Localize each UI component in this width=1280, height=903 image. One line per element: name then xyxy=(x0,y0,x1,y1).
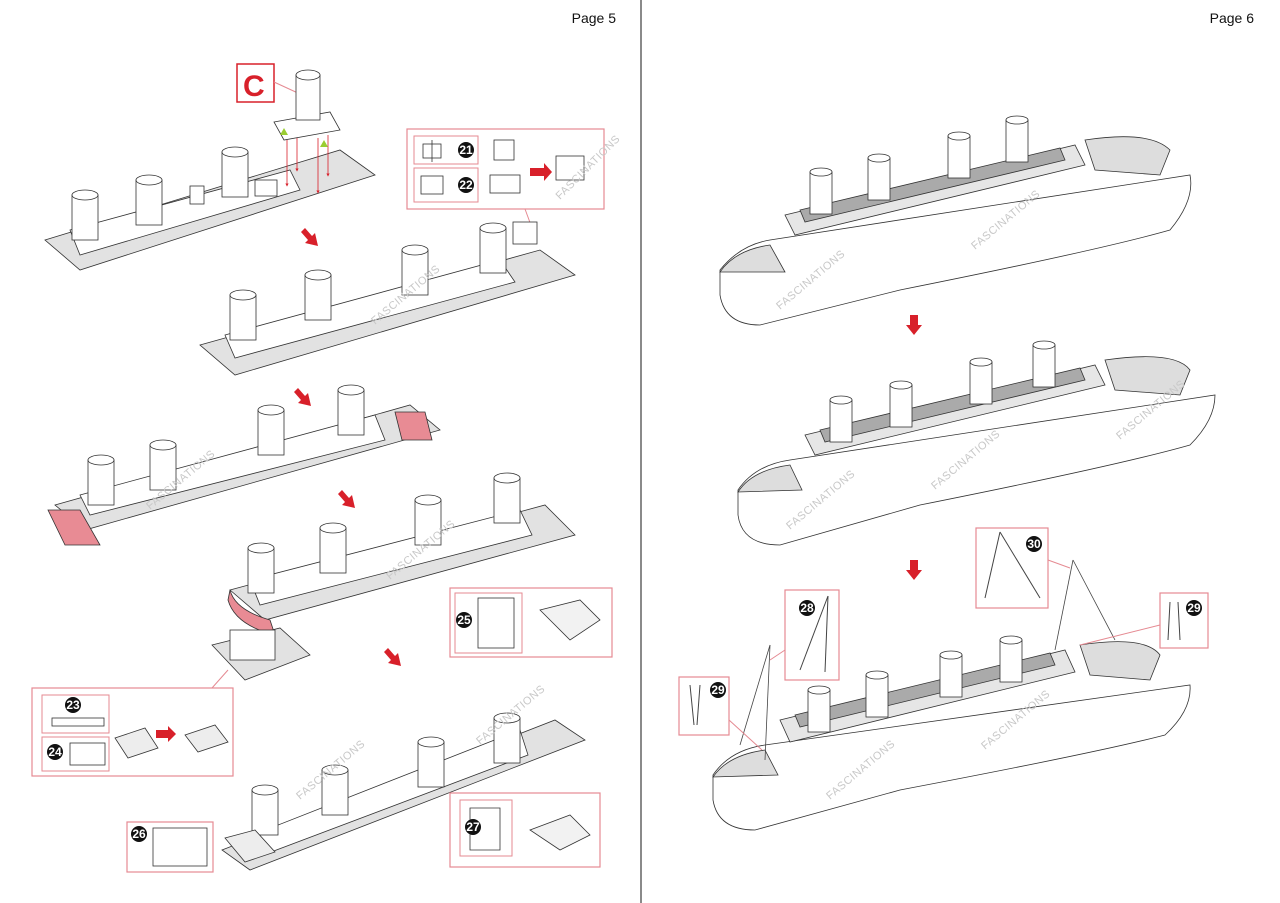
part-badge-29 xyxy=(710,682,726,698)
step-arrow-icon xyxy=(906,315,922,335)
page-number: Page 6 xyxy=(1209,10,1254,26)
part-badge-22 xyxy=(458,177,474,193)
callout-part-29-right: 29 xyxy=(1079,592,1209,649)
svg-text:22: 22 xyxy=(459,178,473,192)
callout-part-29-left: 29 xyxy=(678,676,763,751)
part-badge-27 xyxy=(465,819,481,835)
step-7-ship: FASCINATIONS FASCINATIONS FASCINATIONS xyxy=(737,340,1216,546)
svg-text:24: 24 xyxy=(48,745,62,759)
step-arrow-icon xyxy=(301,228,318,246)
part-badge-26 xyxy=(131,826,147,842)
step-arrow-icon xyxy=(338,490,355,508)
part-badge-29 xyxy=(1186,600,1202,616)
callout-part-27: 27 xyxy=(449,792,601,868)
step-4-deck: FASCINATIONS xyxy=(211,472,576,681)
svg-text:29: 29 xyxy=(1187,601,1201,615)
part-badge-24 xyxy=(47,744,63,760)
svg-text:26: 26 xyxy=(132,827,146,841)
part-badge-30 xyxy=(1026,536,1042,552)
svg-text:25: 25 xyxy=(457,613,471,627)
callout-parts-23-24: 23 24 xyxy=(31,669,234,777)
callout-part-30: 30 xyxy=(975,527,1071,609)
part-badge-28 xyxy=(799,600,815,616)
step-arrow-icon xyxy=(906,560,922,580)
part-badge-25 xyxy=(456,612,472,628)
step-6-ship: FASCINATIONS FASCINATIONS xyxy=(719,115,1192,326)
step-3-deck: FASCINATIONS xyxy=(47,384,441,546)
page-6: Page 6 FASCINATIONS FASCINATIONS xyxy=(642,0,1280,903)
svg-text:21: 21 xyxy=(459,143,473,157)
step-arrow-icon xyxy=(294,388,311,406)
step-2-deck: FASCINATIONS xyxy=(199,221,576,376)
svg-text:27: 27 xyxy=(466,820,480,834)
callout-parts-21-22: 21 22 FASCINATIONS xyxy=(406,128,623,229)
page-5: Page 5 C xyxy=(31,10,623,873)
part-badge-23 xyxy=(65,697,81,713)
callout-part-26: 26 xyxy=(126,821,276,873)
callout-part-28: 28 xyxy=(769,589,840,681)
svg-text:29: 29 xyxy=(711,683,725,697)
page-5-illustration: C xyxy=(31,63,623,873)
arrow-right-icon xyxy=(530,163,552,181)
callout-part-25: 25 xyxy=(449,587,613,658)
page-number: Page 5 xyxy=(571,10,616,26)
step-8-ship: FASCINATIONS FASCINATIONS xyxy=(712,559,1191,831)
svg-text:30: 30 xyxy=(1027,537,1041,551)
step-1-deck xyxy=(44,69,376,271)
svg-text:23: 23 xyxy=(66,698,80,712)
svg-text:28: 28 xyxy=(800,601,814,615)
section-letter: C xyxy=(243,70,265,103)
arrow-right-icon xyxy=(156,726,176,742)
part-badge-21 xyxy=(458,142,474,158)
step-arrow-icon xyxy=(384,648,401,666)
section-c-label: C xyxy=(236,63,301,103)
page-divider xyxy=(640,0,642,903)
page-6-illustration: FASCINATIONS FASCINATIONS FASCINATIONS F… xyxy=(678,115,1216,831)
